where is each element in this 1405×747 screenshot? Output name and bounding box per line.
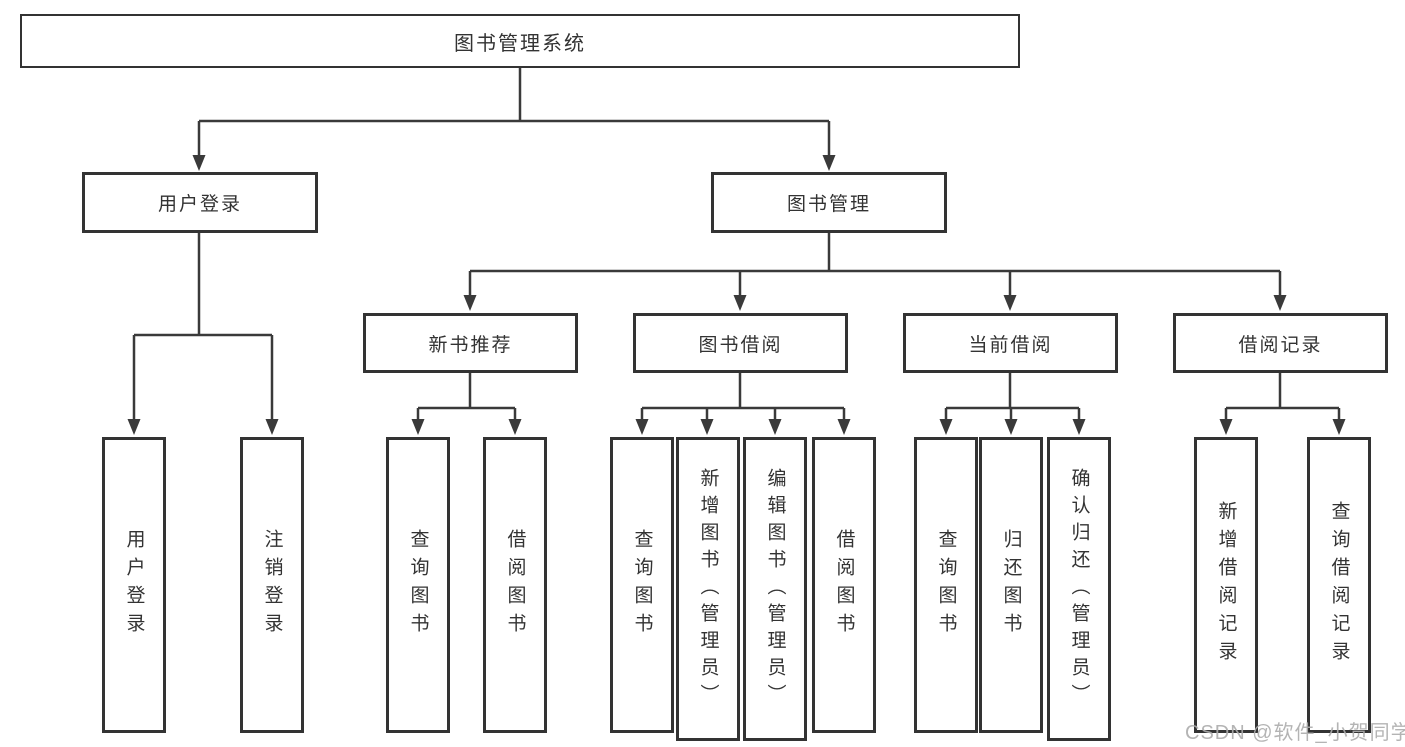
arrow-down-icon xyxy=(635,419,649,435)
connector-root-to-level2 xyxy=(192,68,836,171)
leaf-logout: 注销登录 xyxy=(240,437,304,733)
arrow-down-icon xyxy=(1072,419,1086,435)
connector-userlogin-to-leaves xyxy=(127,233,279,435)
node-current-borrow: 当前借阅 xyxy=(903,313,1118,373)
node-book-management: 图书管理 xyxy=(711,172,947,233)
leaf-confirm-return-admin: 确认归还（管理员） xyxy=(1047,437,1111,741)
arrow-down-icon xyxy=(1332,419,1346,435)
arrow-down-icon xyxy=(822,155,836,171)
node-system-root: 图书管理系统 xyxy=(20,14,1020,68)
leaf-query-borrow-record: 查询借阅记录 xyxy=(1307,437,1371,733)
leaf-user-login: 用户登录 xyxy=(102,437,166,733)
node-book-borrow: 图书借阅 xyxy=(633,313,848,373)
node-new-book-recommend: 新书推荐 xyxy=(363,313,578,373)
arrow-down-icon xyxy=(700,419,714,435)
leaf-query-books-borrow: 查询图书 xyxy=(610,437,674,733)
leaf-return-books: 归还图书 xyxy=(979,437,1043,733)
arrow-down-icon xyxy=(1219,419,1233,435)
connector-bookmgmt-to-level3 xyxy=(463,233,1287,311)
connector-records-to-leaves xyxy=(1219,373,1346,435)
leaf-add-borrow-record: 新增借阅记录 xyxy=(1194,437,1258,733)
connector-bookborrow-to-leaves xyxy=(635,373,851,435)
leaf-edit-books-admin: 编辑图书（管理员） xyxy=(743,437,807,741)
leaf-borrow-books: 借阅图书 xyxy=(812,437,876,733)
connector-currentborrow-to-leaves xyxy=(939,373,1086,435)
node-user-login: 用户登录 xyxy=(82,172,318,233)
arrow-down-icon xyxy=(192,155,206,171)
leaf-query-books-newbooks: 查询图书 xyxy=(386,437,450,733)
csdn-watermark: CSDN @软件_小贺同学 xyxy=(1185,722,1405,744)
arrow-down-icon xyxy=(733,295,747,311)
node-borrow-records: 借阅记录 xyxy=(1173,313,1388,373)
leaf-add-books-admin: 新增图书（管理员） xyxy=(676,437,740,741)
arrow-down-icon xyxy=(411,419,425,435)
leaf-borrow-books-newbooks: 借阅图书 xyxy=(483,437,547,733)
arrow-down-icon xyxy=(127,419,141,435)
arrow-down-icon xyxy=(837,419,851,435)
arrow-down-icon xyxy=(1004,419,1018,435)
arrow-down-icon xyxy=(508,419,522,435)
arrow-down-icon xyxy=(1273,295,1287,311)
arrow-down-icon xyxy=(939,419,953,435)
arrow-down-icon xyxy=(265,419,279,435)
connector-newbooks-to-leaves xyxy=(411,373,522,435)
leaf-query-books-current: 查询图书 xyxy=(914,437,978,733)
arrow-down-icon xyxy=(1003,295,1017,311)
arrow-down-icon xyxy=(463,295,477,311)
arrow-down-icon xyxy=(768,419,782,435)
